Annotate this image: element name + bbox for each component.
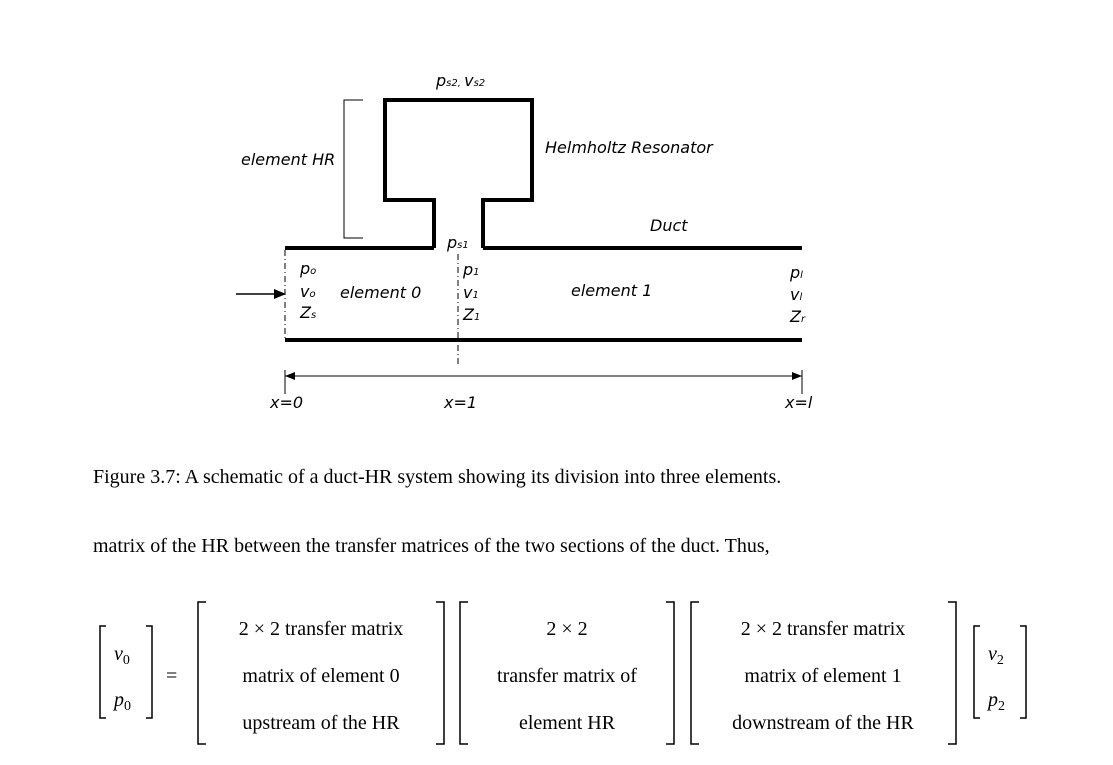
body-paragraph: matrix of the HR between the transfer ma…: [93, 535, 770, 557]
label-ps1: ps1: [446, 233, 469, 252]
label-v0: vo: [300, 282, 316, 301]
label-helmholtz-resonator: Helmholtz Resonator: [545, 138, 714, 157]
element-hr-bracket: [343, 99, 363, 239]
dimension-arrow-right-icon: [792, 372, 802, 380]
duct-hr-schematic: ps2, vs2 element HR Helmholtz Resonator …: [236, 71, 813, 412]
m1-line-3: upstream of the HR: [242, 712, 400, 734]
label-ps2-vs2: ps2, vs2: [435, 71, 485, 90]
inlet-arrow-icon: [274, 289, 286, 299]
label-p1: p1: [462, 260, 480, 279]
m1-bracket-left: [197, 601, 206, 745]
label-pl: pl: [789, 263, 803, 282]
m2-bracket-left: [459, 601, 468, 745]
dimension-arrow-left-icon: [285, 372, 295, 380]
label-element-1: element 1: [571, 281, 652, 300]
label-vl: vl: [790, 285, 802, 304]
label-element-0: element 0: [340, 283, 421, 302]
resonator-outline: [383, 98, 534, 248]
m1-line-2: matrix of element 0: [242, 665, 399, 687]
label-xl: x=l: [784, 393, 813, 412]
rhs-p2: p2: [986, 689, 1005, 714]
m1-line-1: 2 × 2 transfer matrix: [239, 618, 404, 640]
label-x0: x=0: [269, 393, 303, 412]
matrix-equation: v0 p0 = 2 × 2 transfer matrix matrix of …: [99, 601, 1027, 745]
m3-line-2: matrix of element 1: [744, 665, 901, 687]
label-element-hr: element HR: [241, 150, 335, 169]
figure-caption: Figure 3.7: A schematic of a duct-HR sys…: [93, 466, 782, 488]
m3-bracket-left: [690, 601, 699, 745]
rhs-bracket-left: [973, 625, 980, 719]
m2-line-3: element HR: [519, 712, 616, 734]
m1-bracket-right: [436, 601, 445, 745]
lhs-bracket-left: [99, 625, 106, 719]
label-z1: Z1: [462, 305, 480, 324]
m3-line-3: downstream of the HR: [732, 712, 914, 734]
label-x1: x=1: [443, 393, 477, 412]
equals-sign: =: [166, 665, 177, 687]
lhs-p0: p0: [112, 689, 131, 714]
m2-line-2: transfer matrix of: [497, 665, 637, 687]
m3-bracket-right: [948, 601, 957, 745]
label-zs: Zs: [299, 303, 316, 322]
rhs-v2: v2: [988, 643, 1004, 668]
label-v1: v1: [463, 283, 479, 302]
m2-line-1: 2 × 2: [546, 618, 587, 640]
lhs-v0: v0: [114, 643, 130, 668]
m2-bracket-right: [666, 601, 675, 745]
rhs-bracket-right: [1020, 625, 1027, 719]
label-zr: Zr: [789, 307, 806, 326]
label-p0: po: [299, 259, 316, 278]
m3-line-1: 2 × 2 transfer matrix: [741, 618, 906, 640]
lhs-bracket-right: [146, 625, 153, 719]
label-duct: Duct: [650, 216, 688, 235]
